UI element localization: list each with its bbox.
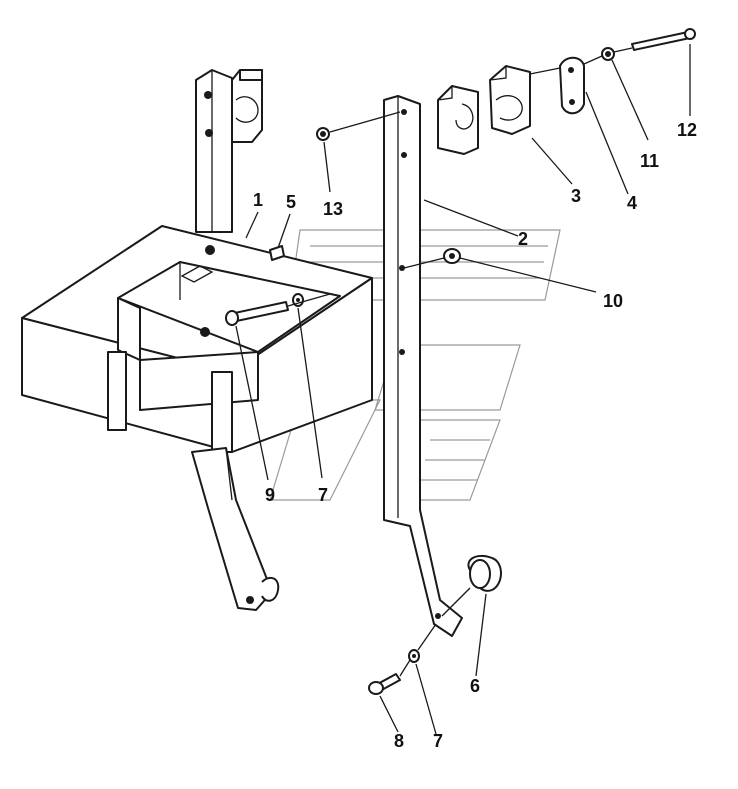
callout-5: 5 xyxy=(286,192,297,212)
washer-7-lower xyxy=(408,649,420,663)
callout-13: 13 xyxy=(323,199,344,219)
callout-4: 4 xyxy=(627,193,638,213)
callout-10: 10 xyxy=(603,291,624,311)
long-bolt xyxy=(631,28,696,51)
callout-7-upper: 7 xyxy=(318,485,329,505)
callout-7-lower: 7 xyxy=(433,731,444,751)
split-clamp xyxy=(437,65,531,155)
spacer-10 xyxy=(443,248,461,264)
callout-1: 1 xyxy=(253,190,264,210)
bolt-9 xyxy=(225,301,289,326)
callout-2: 2 xyxy=(518,229,529,249)
holder-lower-leg xyxy=(191,447,280,611)
callout-3: 3 xyxy=(571,186,582,206)
callout-12: 12 xyxy=(677,120,698,140)
roller-6 xyxy=(467,554,502,592)
nut-11 xyxy=(601,47,615,61)
holder-bracket xyxy=(195,69,233,233)
callout-11: 11 xyxy=(640,151,660,171)
leader-lines xyxy=(235,44,691,735)
callout-6: 6 xyxy=(470,676,481,696)
bolt-8 xyxy=(368,673,401,695)
link-plate xyxy=(559,56,585,115)
callout-8: 8 xyxy=(394,731,405,751)
main-bar xyxy=(383,95,463,637)
nut-13 xyxy=(316,127,330,141)
top-clamp-block xyxy=(231,69,263,143)
assembly-axes xyxy=(287,47,633,677)
callout-9: 9 xyxy=(265,485,276,505)
tray-box xyxy=(21,225,373,453)
